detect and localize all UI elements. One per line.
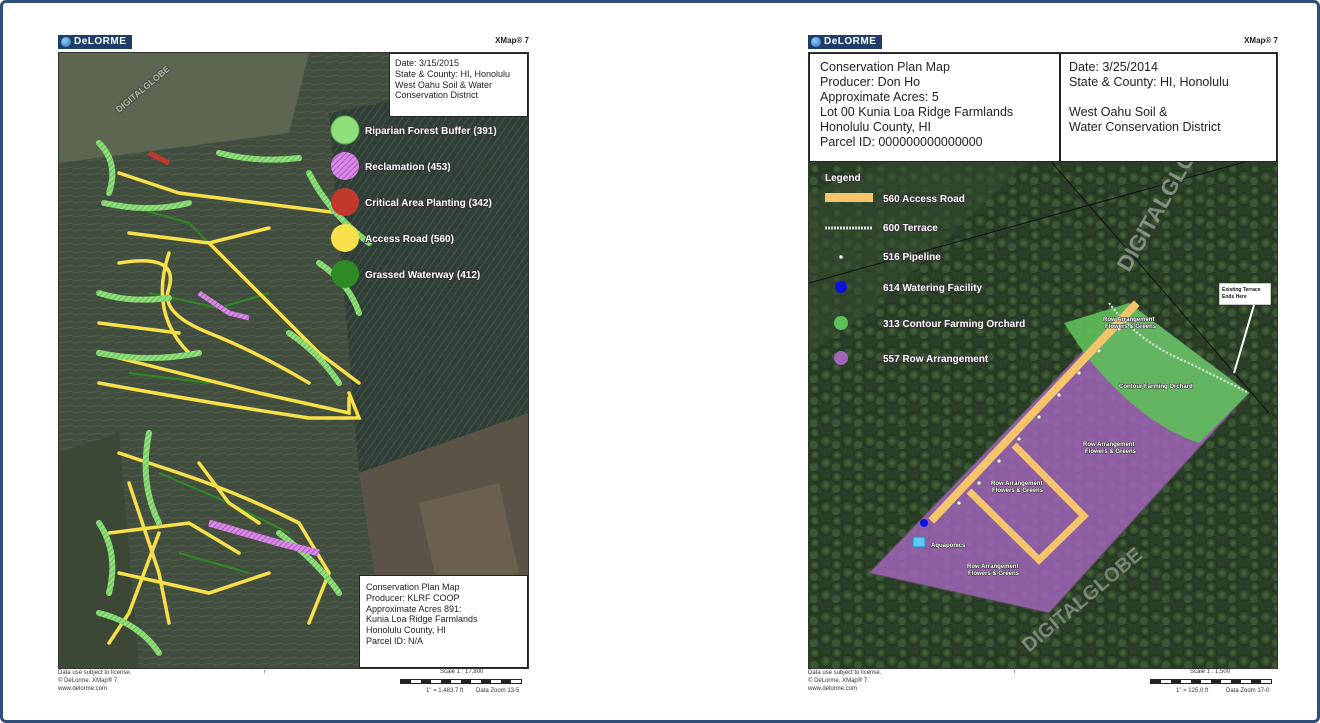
right-info-box: Date: 3/25/2014 State & County: HI, Hono… [1060,53,1277,162]
legend-label-terrace: 600 Terrace [883,223,938,234]
right-legend: Legend 560 Access Road 600 Terrace 516 P… [819,171,1069,391]
right-plan-box: Conservation Plan Map Producer: Don Ho A… [809,53,1060,162]
footer-copyright: © DeLorme. XMap® 7. [808,678,869,685]
info-district-2: Water Conservation District [1069,120,1221,134]
info-date: Date: 3/25/2014 [1069,60,1158,74]
left-plan-box: Conservation Plan Map Producer: KLRF COO… [359,575,528,668]
plan-producer: Producer: KLRF COOP [366,592,460,603]
north-arrow-icon: ↑ [1013,669,1017,676]
left-data-zoom: Data Zoom 13-5 [476,688,520,694]
plan-producer: Producer: Don Ho [820,75,921,89]
right-scale-detail: 1" = 125.0 ft [1176,688,1209,694]
left-map-page: DeLORME XMap® 7 [58,33,529,703]
riparian-buffer-swatch [330,115,360,145]
plan-acres: Approximate Acres 891: [366,603,462,614]
info-state-county: State & County: HI, Honolulu [395,68,511,79]
left-info-box: Date: 3/15/2015 State & County: HI, Hono… [389,53,528,117]
north-arrow-icon: ↑ [263,669,267,676]
product-label: XMap® 7 [495,36,529,45]
legend-title: Legend [825,173,861,184]
left-scale-detail: 1" = 1,483.7 ft [426,688,464,694]
aquaponics-marker [912,536,926,548]
plan-county: Honolulu County, HI [366,625,446,636]
reclamation-swatch [331,152,359,180]
legend-label-watering-facility: 614 Watering Facility [883,283,983,294]
plan-location: Kunia Loa Ridge Farmlands [366,614,478,625]
left-scale-label: Scale 1 : 17,800 [440,669,484,675]
legend-label-access-road: Access Road (560) [365,234,454,245]
plan-parcel: Parcel ID: 000000000000000 [820,135,983,149]
info-state-county: State & County: HI, Honolulu [1069,75,1229,89]
footer-url[interactable]: www.delorme.com [808,686,858,693]
globe-icon [61,37,71,47]
left-footer-credits: Data use subject to license. © DeLorme. … [58,669,131,693]
existing-terrace-callout [1218,282,1272,306]
left-page-header: DeLORME XMap® 7 [58,33,529,51]
right-aerial-map[interactable]: DIGITALGLOBE DIGITALGLOBE Row Arrangemen… [808,52,1278,669]
info-date: Date: 3/15/2015 [395,58,460,68]
info-district-2: Conservation District [395,90,479,101]
right-scale-label: Scale 1 : 1,500 [1190,669,1231,675]
plan-parcel: Parcel ID: N/A [366,635,424,646]
grassed-waterway-swatch [331,260,359,288]
watering-facility-swatch [835,281,847,293]
product-label: XMap® 7 [1244,36,1278,45]
legend-label-pipeline: 516 Pipeline [883,252,941,263]
left-legend: Riparian Forest Buffer (391) Reclamation… [330,115,498,288]
legend-label-reclamation: Reclamation (453) [365,162,451,173]
legend-label-grassed-waterway: Grassed Waterway (412) [365,270,480,281]
globe-icon [811,37,821,47]
legend-label-critical-area: Critical Area Planting (342) [365,198,492,209]
footer-copyright: © DeLorme. XMap® 7. [58,678,119,685]
legend-label-row-arrangement: 557 Row Arrangement [883,354,989,365]
plan-title: Conservation Plan Map [820,60,950,74]
delorme-logo: DeLORME [808,35,883,49]
left-aerial-map[interactable]: DIGITALGLOBE Riparian Forest Buffer (391… [58,52,529,669]
right-page-header: DeLORME XMap® 7 [808,33,1278,51]
footer-license: Data use subject to license. [808,670,882,676]
access-road-swatch [825,193,873,202]
info-district-1: West Oahu Soil & [1069,105,1168,119]
plan-county: Honolulu County, HI [820,120,931,134]
right-data-zoom: Data Zoom 17-0 [1226,688,1270,694]
right-footer-credits: Data use subject to license. © DeLorme. … [808,669,881,693]
delorme-logo: DeLORME [58,35,133,49]
plan-location: Lot 00 Kunia Loa Ridge Farmlands [820,105,1014,119]
legend-label-access-road: 560 Access Road [883,194,965,205]
row-arrangement-swatch [834,351,848,365]
critical-area-swatch [331,188,359,216]
legend-label-contour-farming: 313 Contour Farming Orchard [883,319,1025,330]
annotation-contour-orchard: Contour Farming Orchard [1119,384,1193,390]
watering-facility-marker [920,519,928,527]
plan-title: Conservation Plan Map [366,582,460,592]
annotation-aquaponics: Aquaponics [931,543,966,549]
access-road-swatch [331,224,359,252]
info-district-1: West Oahu Soil & Water [395,79,493,90]
right-map-page: DeLORME XMap® 7 [808,33,1278,703]
legend-label-riparian: Riparian Forest Buffer (391) [365,126,497,137]
pipeline-swatch [838,254,844,260]
right-scale-bar [1150,679,1272,684]
contour-farming-swatch [834,316,848,330]
plan-acres: Approximate Acres: 5 [820,90,939,104]
footer-license: Data use subject to license. [58,670,132,676]
left-scale-bar [400,679,522,684]
footer-url[interactable]: www.delorme.com [58,686,108,693]
